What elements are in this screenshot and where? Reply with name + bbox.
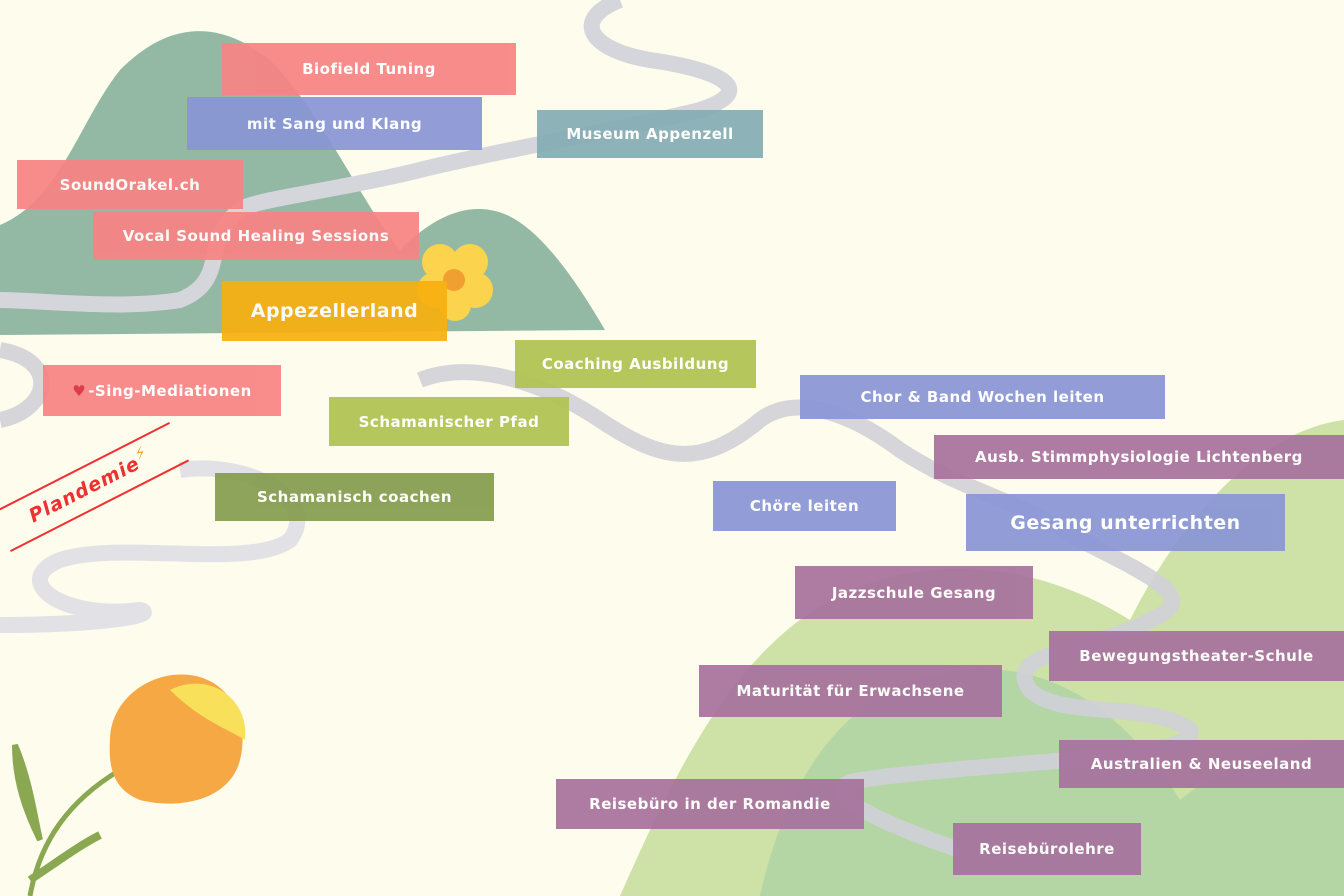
tag-gesang-unterrichten: Gesang unterrichten: [966, 494, 1285, 551]
tulip-icon: [12, 674, 246, 896]
tag-label: Museum Appenzell: [566, 125, 734, 143]
tag-sing-mediationen: ♥-Sing-Mediationen: [43, 365, 281, 416]
tag-coaching-ausbildung: Coaching Ausbildung: [515, 340, 756, 388]
tag-label: Gesang unterrichten: [1010, 511, 1241, 534]
tag-appezellerland: Appezellerland: [222, 281, 447, 341]
tag-reiseb-ro-in-der-romandie: Reisebüro in der Romandie: [556, 779, 864, 829]
tag-museum-appenzell: Museum Appenzell: [537, 110, 763, 158]
tag-schamanischer-pfad: Schamanischer Pfad: [329, 397, 569, 446]
tag-label: Chor & Band Wochen leiten: [860, 388, 1105, 406]
tag-label: Bewegungstheater-Schule: [1079, 647, 1314, 665]
tag-ausb-stimmphysiologie-lichtenberg: Ausb. Stimmphysiologie Lichtenberg: [934, 435, 1344, 479]
tag-maturit-t-f-r-erwachsene: Maturität für Erwachsene: [699, 665, 1002, 717]
tag-label: Schamanisch coachen: [256, 488, 453, 506]
river-path: [0, 0, 738, 313]
tag-reiseb-rolehre: Reisebürolehre: [953, 823, 1141, 875]
tag-label: Reisebürolehre: [979, 840, 1115, 858]
tag-label: -Sing-Mediationen: [88, 381, 252, 400]
tag-schamanisch-coachen: Schamanisch coachen: [215, 473, 494, 521]
tag-label: Vocal Sound Healing Sessions: [122, 227, 390, 245]
tag-label: Maturität für Erwachsene: [736, 682, 965, 700]
tag-label: Australien & Neuseeland: [1090, 755, 1313, 773]
tag-label: Reisebüro in der Romandie: [589, 795, 831, 813]
tag-soundorakel-ch: SoundOrakel.ch: [17, 160, 243, 209]
tag-mit-sang-und-klang: mit Sang und Klang: [187, 97, 482, 150]
tag-label: Biofield Tuning: [302, 60, 436, 78]
tag-label: Ausb. Stimmphysiologie Lichtenberg: [975, 448, 1303, 466]
tag-label: Chöre leiten: [749, 497, 860, 515]
tag-label: Coaching Ausbildung: [541, 355, 730, 373]
tag-australien-neuseeland: Australien & Neuseeland: [1059, 740, 1344, 788]
tag-label: mit Sang und Klang: [246, 114, 423, 133]
tag-label: Schamanischer Pfad: [358, 412, 540, 431]
tag-chor-band-wochen-leiten: Chor & Band Wochen leiten: [800, 375, 1165, 419]
hill-bottom-right-front: [760, 668, 1344, 896]
tag-label: SoundOrakel.ch: [59, 175, 201, 194]
heart-icon: ♥: [72, 381, 87, 400]
tag-biofield-tuning: Biofield Tuning: [222, 43, 516, 95]
tag-jazzschule-gesang: Jazzschule Gesang: [795, 566, 1033, 619]
river-path-middle: [0, 342, 1199, 858]
tag-label: Jazzschule Gesang: [831, 583, 997, 602]
tag-bewegungstheater-schule: Bewegungstheater-Schule: [1049, 631, 1344, 681]
tag-ch-re-leiten: Chöre leiten: [713, 481, 896, 531]
tag-label: Appezellerland: [250, 300, 419, 322]
tag-vocal-sound-healing-sessions: Vocal Sound Healing Sessions: [93, 212, 419, 260]
